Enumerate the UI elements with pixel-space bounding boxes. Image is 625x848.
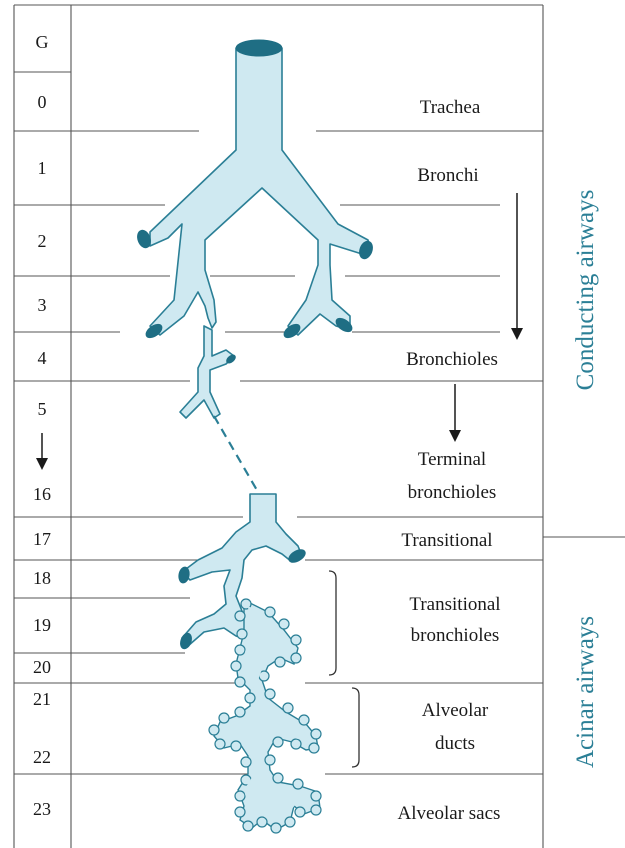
label-bronchioles: Bronchioles bbox=[406, 349, 498, 370]
zone-acinar-airways: Acinar airways bbox=[572, 616, 599, 768]
table-grid bbox=[14, 5, 625, 848]
gen-16: 16 bbox=[33, 484, 51, 504]
airway-tree-illustration bbox=[135, 40, 374, 833]
label-terminal-line1: Terminal bbox=[418, 449, 486, 470]
bronchioles-shape bbox=[180, 326, 234, 418]
generation-column: G 0 1 2 3 4 5 16 17 18 19 20 21 22 23 bbox=[33, 32, 51, 819]
arrow-down-icon bbox=[511, 193, 523, 340]
gen-19: 19 bbox=[33, 615, 51, 635]
gen-3: 3 bbox=[38, 295, 47, 315]
trachea-opening bbox=[236, 40, 282, 56]
gen-18: 18 bbox=[33, 568, 51, 588]
arrow-down-icon bbox=[36, 433, 48, 470]
bracket-alveolar-ducts bbox=[352, 688, 359, 767]
gen-2: 2 bbox=[38, 231, 47, 251]
gen-21: 21 bbox=[33, 689, 51, 709]
generation-header: G bbox=[36, 32, 49, 52]
label-bronchi: Bronchi bbox=[417, 165, 478, 186]
label-terminal-line2: bronchioles bbox=[408, 482, 497, 503]
label-trachea: Trachea bbox=[420, 97, 481, 118]
gen-4: 4 bbox=[38, 348, 47, 368]
zone-conducting-airways: Conducting airways bbox=[572, 190, 599, 391]
label-trans-bronch-line2: bronchioles bbox=[411, 625, 500, 646]
gen-1: 1 bbox=[38, 158, 47, 178]
label-alveolar-ducts-line1: Alveolar bbox=[422, 700, 489, 721]
gen-20: 20 bbox=[33, 657, 51, 677]
trachea-bronchi-shape bbox=[150, 48, 370, 335]
gen-22: 22 bbox=[33, 747, 51, 767]
gen-23: 23 bbox=[33, 799, 51, 819]
terminal-tip-left bbox=[178, 566, 191, 583]
gen-5: 5 bbox=[38, 399, 47, 419]
label-trans-bronch-line1: Transitional bbox=[409, 594, 500, 615]
airway-labels: Trachea Bronchi Bronchioles Terminal bro… bbox=[398, 97, 501, 824]
gen-17: 17 bbox=[33, 529, 51, 549]
bracket-transitional-bronchioles bbox=[329, 571, 336, 675]
arrow-down-icon bbox=[449, 384, 461, 442]
label-alveolar-ducts-line2: ducts bbox=[435, 733, 475, 754]
dashed-connection bbox=[214, 416, 258, 492]
gen-0: 0 bbox=[38, 92, 47, 112]
label-transitional: Transitional bbox=[401, 530, 492, 551]
label-alveolar-sacs: Alveolar sacs bbox=[398, 803, 501, 824]
